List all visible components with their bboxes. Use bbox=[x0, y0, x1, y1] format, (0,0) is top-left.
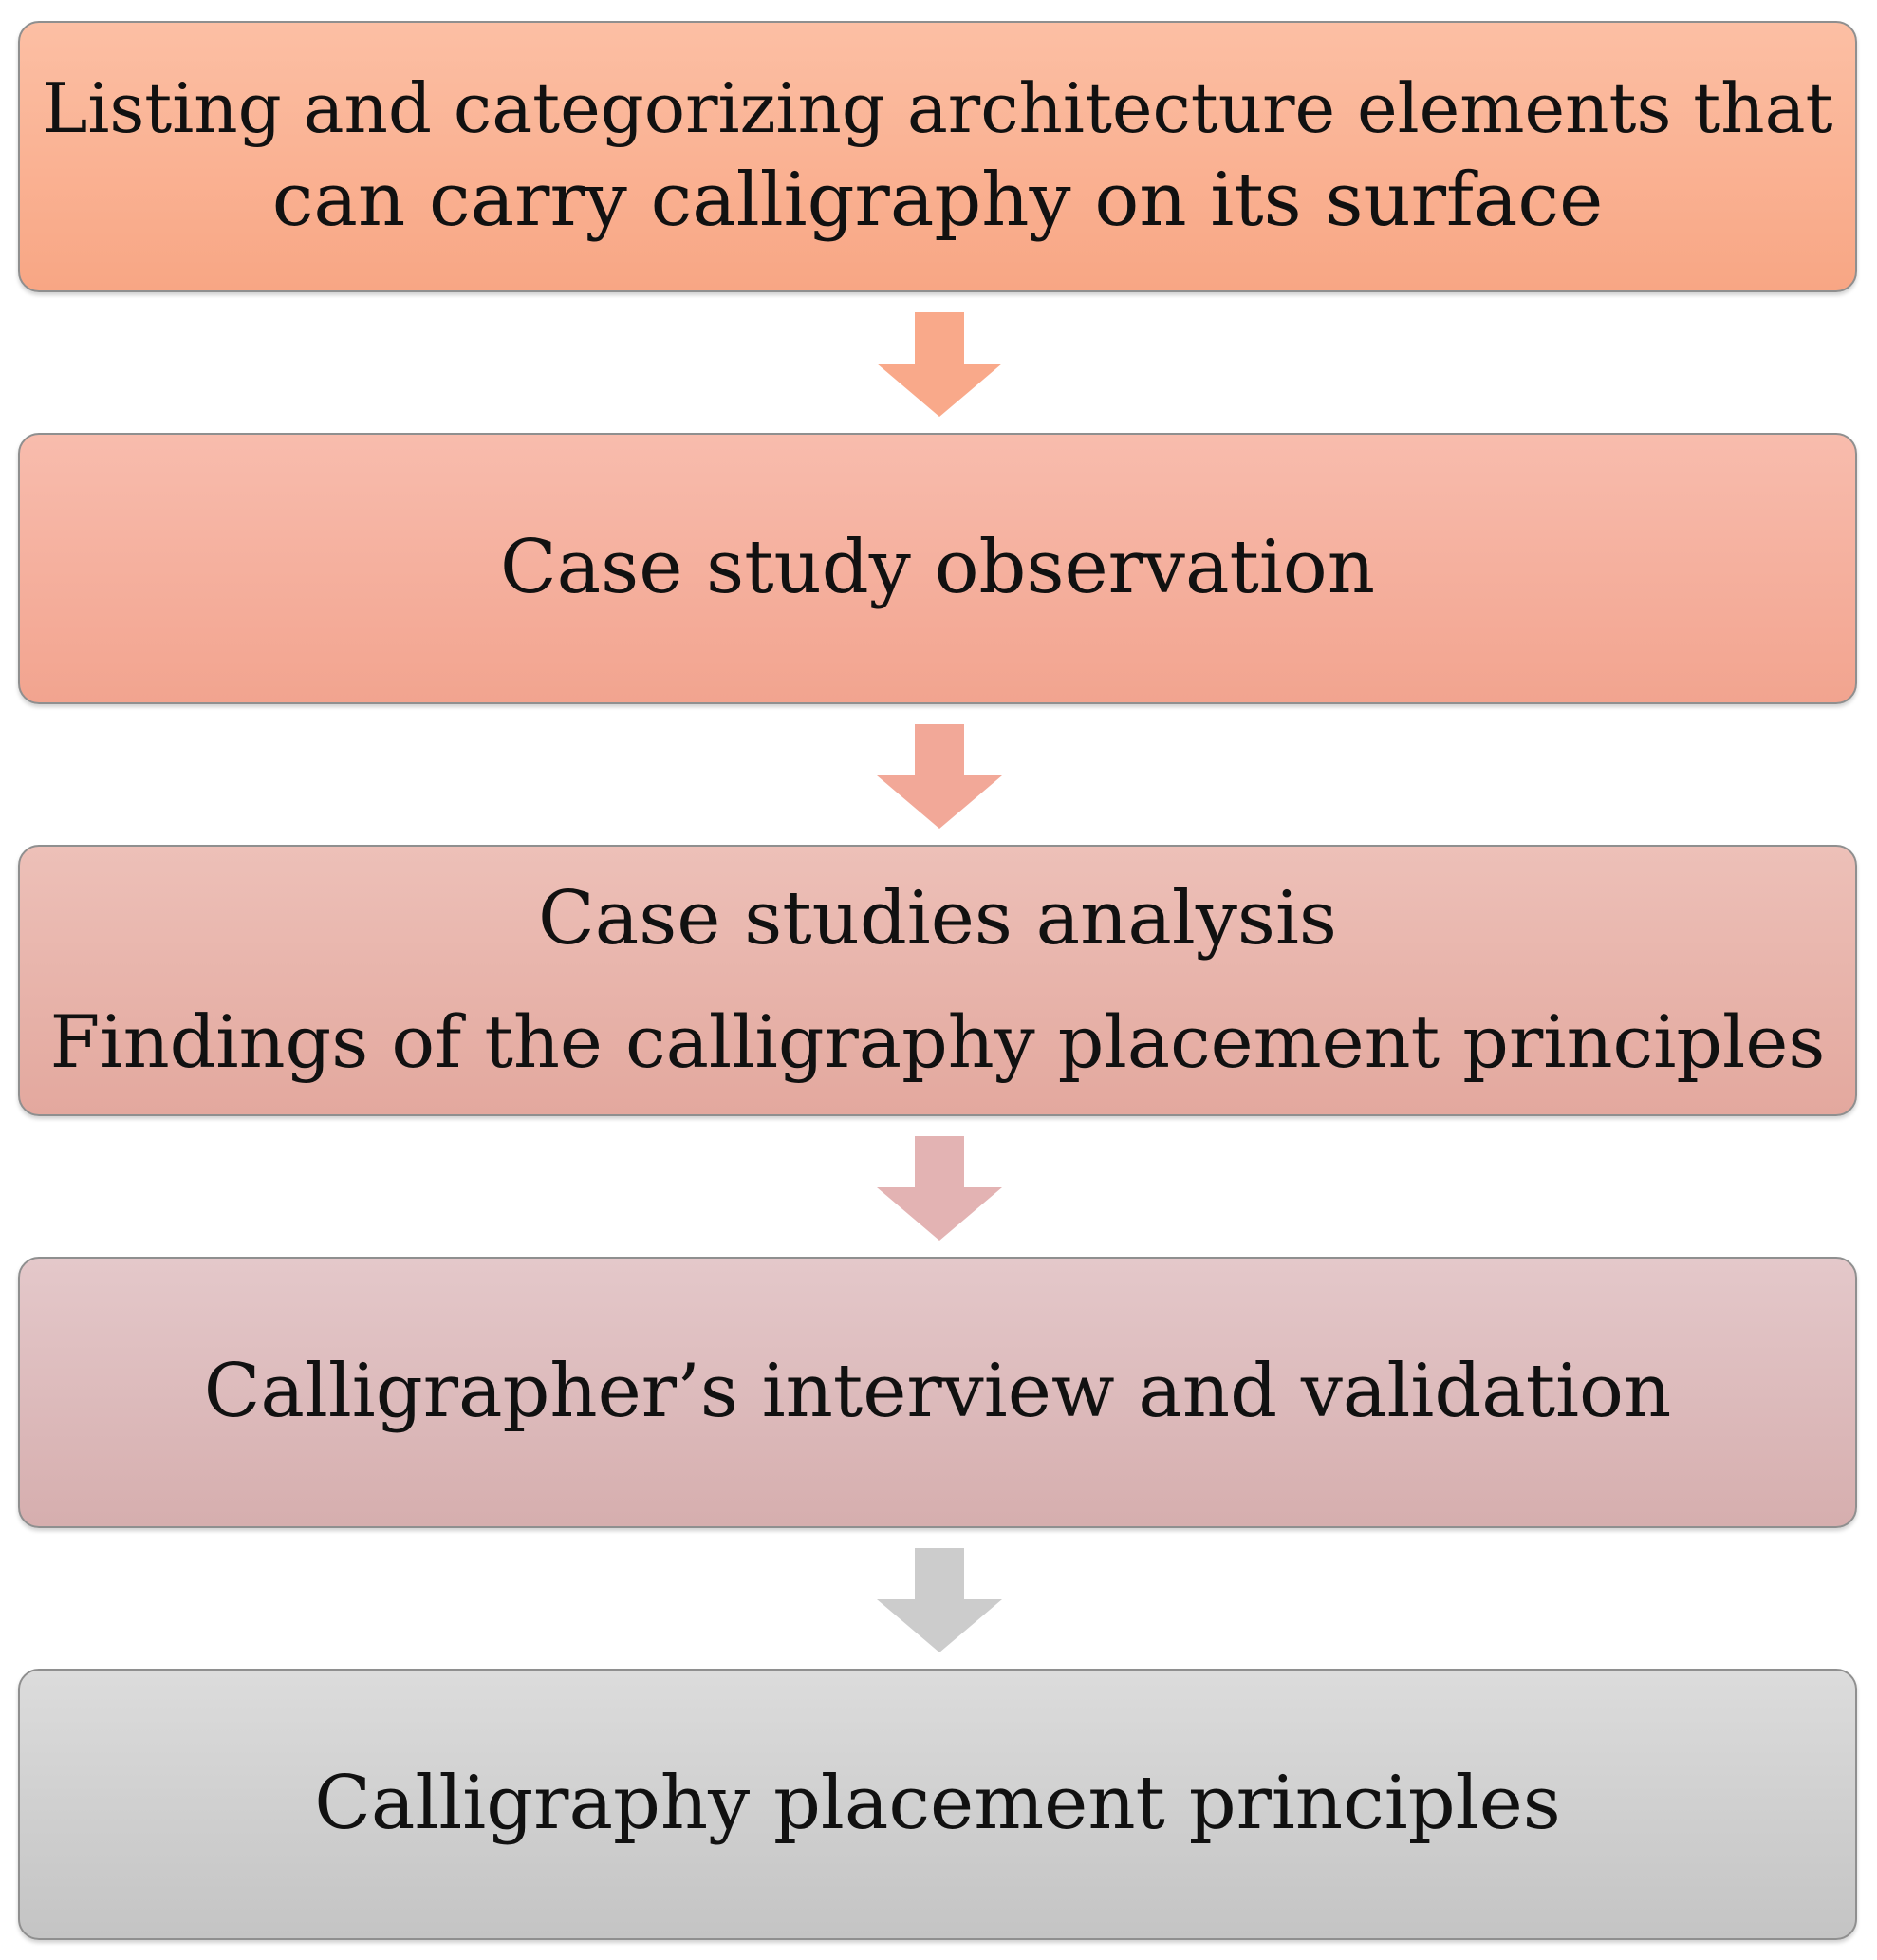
step-2-line-1: Case study observation bbox=[500, 525, 1375, 611]
down-arrow-icon bbox=[877, 312, 1002, 417]
step-3-line-2: Findings of the calligraphy placement pr… bbox=[49, 999, 1826, 1085]
down-arrow-icon bbox=[877, 1136, 1002, 1241]
step-3-line-1: Case studies analysis bbox=[538, 875, 1337, 961]
step-calligrapher-interview: Calligrapher’s interview and validation bbox=[18, 1257, 1857, 1528]
down-arrow-icon bbox=[877, 724, 1002, 829]
down-arrow-icon bbox=[877, 1548, 1002, 1652]
step-listing-categorizing: Listing and categorizing architecture el… bbox=[18, 21, 1857, 292]
step-calligraphy-placement-principles: Calligraphy placement principles bbox=[18, 1669, 1857, 1940]
step-case-study-observation: Case study observation bbox=[18, 433, 1857, 704]
step-4-line-1: Calligrapher’s interview and validation bbox=[203, 1349, 1672, 1435]
step-1-line-2: can carry calligraphy on its surface bbox=[271, 158, 1604, 244]
step-1-line-1: Listing and categorizing architecture el… bbox=[42, 67, 1833, 148]
step-5-line-1: Calligraphy placement principles bbox=[314, 1761, 1561, 1847]
step-case-studies-analysis: Case studies analysis Findings of the ca… bbox=[18, 845, 1857, 1116]
